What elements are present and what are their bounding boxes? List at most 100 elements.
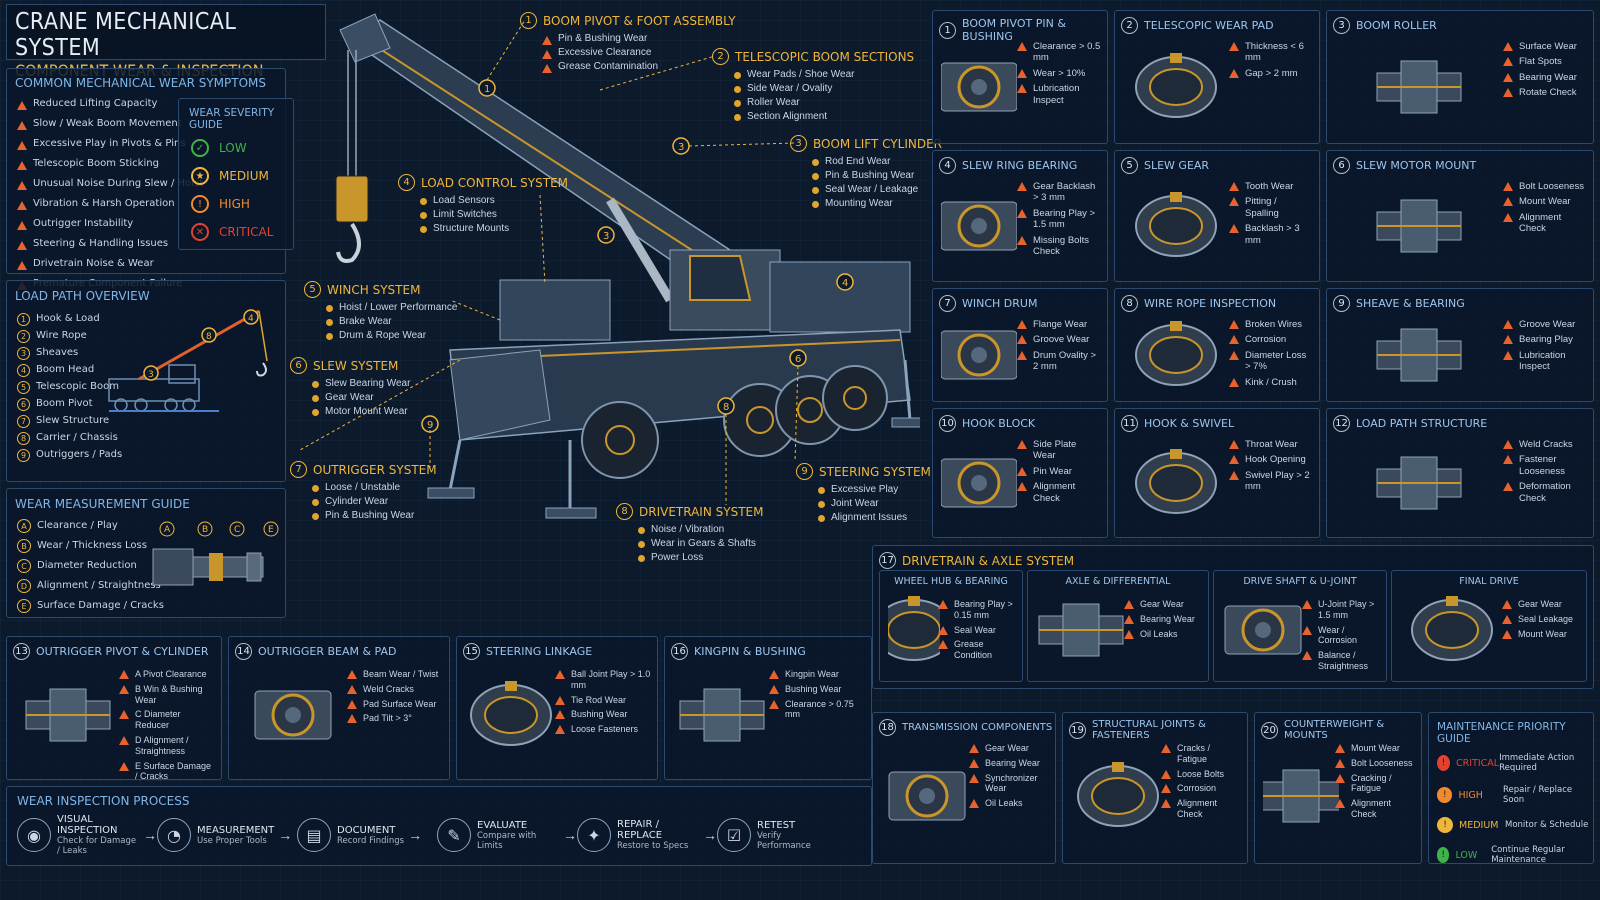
eye-icon: ◉ [17, 818, 51, 852]
bullet-icon [326, 304, 333, 312]
card-number: 5 [1121, 157, 1138, 174]
callout-number: 1 [520, 12, 537, 29]
card-check-label: Alignment Check [1351, 798, 1392, 819]
warning-icon [17, 120, 27, 130]
warning-icon [1161, 784, 1171, 794]
callout-item-label: Pin & Bushing Wear [558, 33, 648, 44]
callout-title: TELESCOPIC BOOM SECTIONS [735, 49, 915, 64]
card-title: SLEW MOTOR MOUNT [1356, 159, 1477, 172]
warning-icon [1229, 377, 1239, 387]
page-title: CRANE MECHANICAL SYSTEM [15, 9, 237, 61]
callout-title: DRIVETRAIN SYSTEM [639, 504, 764, 519]
measurement-label: Surface Damage / Cracks [37, 599, 164, 611]
drivetrain-panel: 17 DRIVETRAIN & AXLE SYSTEM WHEEL HUB & … [872, 545, 1594, 689]
load-path-label: Outriggers / Pads [36, 449, 123, 461]
warning-icon [119, 761, 129, 771]
symptom-item: Reduced Lifting Capacity [17, 98, 285, 111]
callout-item: Excessive Play [818, 483, 931, 497]
card-check-label: Gear Backlash > 3 mm [1033, 181, 1096, 204]
component-illustration [1376, 199, 1462, 253]
warning-icon [1017, 182, 1027, 191]
warning-icon [1017, 482, 1027, 492]
bullet-icon [420, 225, 427, 233]
card-check-label: Rotate Check [1519, 87, 1577, 99]
card-check-label: Drum Ovality > 2 mm [1033, 349, 1097, 373]
process-title: WEAR INSPECTION PROCESS [17, 794, 190, 808]
card-check-item: Bearing Play > 1.5 mm [1017, 208, 1101, 231]
component-illustration [254, 690, 332, 740]
card-check-label: Bearing Play > 0.15 mm [954, 599, 1013, 620]
card-number: 6 [1333, 157, 1350, 174]
callout-title: OUTRIGGER SYSTEM [313, 462, 437, 477]
card-check-label: Bearing Wear [1519, 71, 1577, 83]
card-check-item: Surface Wear [1503, 41, 1587, 52]
callout-item: Seal Wear / Leakage [812, 183, 942, 197]
card-check-item: Alignment Check [1503, 212, 1587, 235]
warning-icon [1503, 350, 1513, 360]
bullet-icon [312, 380, 319, 388]
process-step-title: DOCUMENT [337, 824, 396, 836]
process-step-title: VISUAL INSPECTION [57, 814, 118, 836]
priority-label: MEDIUM [1459, 819, 1499, 831]
warning-icon [17, 240, 27, 250]
component-illustration [1077, 762, 1159, 827]
svg-text:3: 3 [678, 142, 684, 153]
card-check-item: Flat Spots [1503, 56, 1587, 67]
card-check-item: Loose Fasteners [555, 724, 651, 735]
priority-low-icon: ! [1437, 847, 1450, 863]
card-check-label: Broken Wires [1245, 319, 1303, 330]
component-illustration [1135, 192, 1217, 257]
warning-icon [542, 63, 552, 73]
measurement-key: B [17, 539, 31, 553]
card-check-label: Thickness < 6 mm [1245, 41, 1304, 64]
callout-number: 5 [304, 281, 321, 298]
card-title: SLEW RING BEARING [962, 159, 1078, 172]
svg-text:4: 4 [248, 314, 254, 324]
warning-icon [1017, 42, 1027, 51]
callout-item-label: Excessive Play [831, 484, 899, 495]
callout-item-label: Joint Wear [831, 498, 879, 509]
card-check-label: Synchronizer Wear [985, 772, 1038, 794]
card-check-item: Bearing Wear [1124, 614, 1204, 625]
callout-item-label: Roller Wear [747, 97, 800, 108]
process-step-desc: Record Findings [337, 835, 405, 846]
callout-item-label: Motor Mount Wear [325, 406, 408, 417]
svg-text:E: E [268, 525, 274, 535]
warning-icon [17, 160, 27, 170]
bullet-icon [638, 554, 645, 562]
callout-item: Joint Wear [818, 497, 931, 511]
severity-high-icon: ! [191, 195, 209, 213]
warning-icon [1124, 614, 1134, 624]
bullet-icon [734, 113, 741, 121]
card-check-label: Wear > 10% [1033, 67, 1086, 79]
measurement-key: D [17, 579, 31, 593]
card-check-label: Kink / Crush [1245, 376, 1297, 388]
arrow-right-icon: → [143, 827, 157, 843]
component-illustration [888, 596, 940, 661]
callout-item-label: Power Loss [651, 552, 704, 563]
card-check-item: Gear Wear [969, 743, 1049, 754]
card-check-item: Gear Wear [1502, 599, 1582, 610]
callout-item: Wear in Gears & Shafts [638, 537, 763, 551]
header-block: CRANE MECHANICAL SYSTEM COMPONENT WEAR &… [6, 4, 326, 80]
